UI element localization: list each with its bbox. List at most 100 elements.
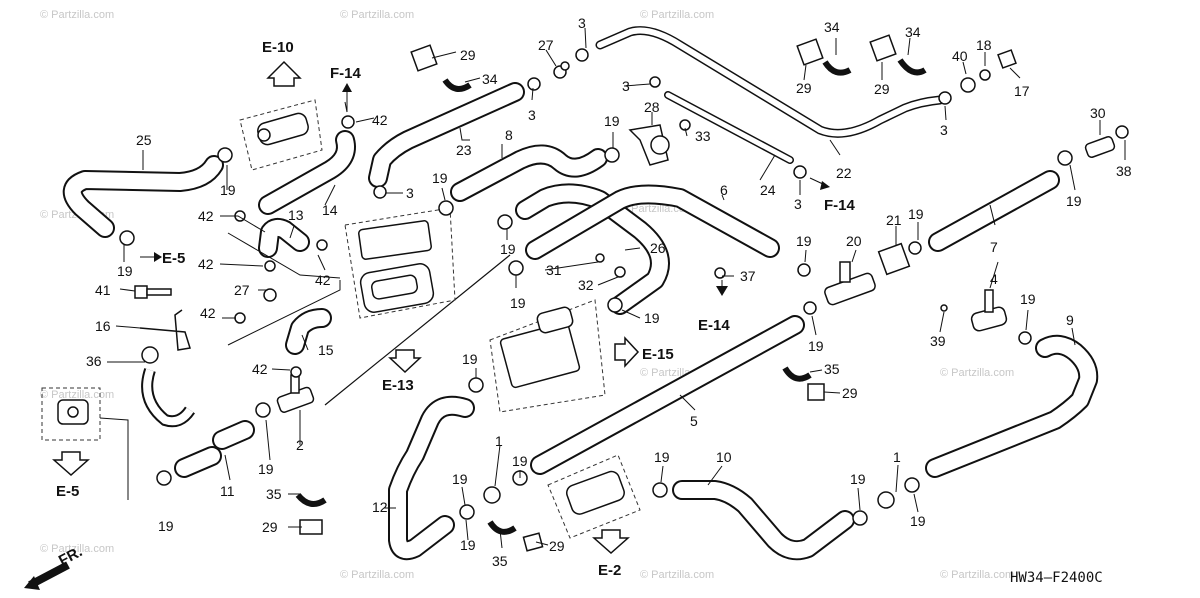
callout: 6 (720, 182, 728, 198)
callout: 7 (990, 239, 998, 255)
callout: 22 (836, 165, 852, 181)
ref-arrow-e14[interactable]: E-14 (698, 280, 730, 334)
watermarks: © Partzilla.com © Partzilla.com © Partzi… (40, 9, 1014, 581)
callout: 28 (644, 99, 660, 115)
diagram-code: HW34–F2400C (1010, 570, 1103, 586)
callout: 4 (990, 271, 998, 287)
hose-6 (525, 184, 780, 260)
callout: 24 (760, 182, 776, 198)
bolt-41 (134, 285, 172, 299)
joint-20 (824, 261, 876, 306)
callout: 14 (322, 202, 338, 218)
callout: 12 (372, 499, 388, 515)
callout: 3 (528, 107, 536, 123)
grommet-21 (877, 242, 911, 276)
callout: 3 (794, 196, 802, 212)
ref-label: E-13 (382, 377, 414, 394)
callout: 42 (200, 305, 216, 321)
callout: 27 (538, 37, 554, 53)
ref-label: E-5 (56, 483, 79, 500)
ref-label: E-14 (698, 317, 730, 334)
watermark: © Partzilla.com (640, 9, 714, 21)
dashed-box-canister (344, 207, 456, 319)
callout: 29 (874, 81, 890, 97)
callout: 32 (578, 277, 594, 293)
callout: 17 (1014, 83, 1030, 99)
dashed-box-e10 (239, 99, 323, 171)
callout: 34 (824, 19, 840, 35)
callout: 5 (690, 413, 698, 429)
callouts: 25 19 19 41 16 36 42 14 13 42 42 27 42 4… (86, 15, 1132, 569)
callout: 19 (512, 453, 528, 469)
callout: 19 (432, 170, 448, 186)
hose-11 (174, 420, 255, 478)
callout: 1 (495, 433, 503, 449)
callout: 3 (406, 185, 414, 201)
callout: 34 (482, 71, 498, 87)
ref-label: F-14 (330, 65, 362, 82)
callout: 13 (288, 207, 304, 223)
leader-lines (99, 27, 1126, 549)
callout: 19 (644, 310, 660, 326)
callout: 37 (740, 268, 756, 284)
callout: 3 (578, 15, 586, 31)
callout: 38 (1116, 163, 1132, 179)
watermark: © Partzilla.com (40, 9, 114, 21)
callout: 1 (893, 449, 901, 465)
watermark: © Partzilla.com (40, 543, 114, 555)
watermark: © Partzilla.com (340, 569, 414, 581)
ref-arrow-e5-bottom[interactable]: E-5 (52, 451, 90, 500)
ref-arrow-e2[interactable]: E-2 (592, 529, 630, 579)
watermark: © Partzilla.com (940, 569, 1014, 581)
ref-arrow-e15[interactable]: E-15 (614, 336, 674, 368)
callout: 19 (117, 263, 133, 279)
callout: 42 (198, 208, 214, 224)
tube-24 (664, 91, 794, 164)
callout: 29 (796, 80, 812, 96)
connector-line (324, 254, 511, 406)
hose-9 (925, 334, 1099, 478)
callout: 25 (136, 132, 152, 148)
hose-25 (62, 155, 224, 238)
callout: 19 (460, 537, 476, 553)
hose-8 (450, 144, 608, 202)
callout: 19 (1066, 193, 1082, 209)
callout: 19 (1020, 291, 1036, 307)
elbow-28 (628, 124, 670, 166)
callout: 42 (315, 272, 331, 288)
ref-arrow-e13[interactable]: E-13 (382, 349, 422, 394)
callout: 10 (716, 449, 732, 465)
callout: 36 (86, 353, 102, 369)
ref-arrow-e5-top[interactable]: E-5 (140, 250, 185, 267)
callout: 8 (505, 127, 513, 143)
callout: 29 (842, 385, 858, 401)
clamp-set (119, 48, 1129, 526)
callout: 42 (372, 112, 388, 128)
callout: 19 (500, 241, 516, 257)
dashed-box-e15-valve (489, 299, 606, 413)
hose-26 (515, 183, 670, 315)
callout: 19 (796, 233, 812, 249)
callout: 23 (456, 142, 472, 158)
callout: 30 (1090, 105, 1106, 121)
hose-10 (672, 480, 855, 561)
callout: 19 (158, 518, 174, 534)
callout: 20 (846, 233, 862, 249)
ref-arrow-e10[interactable]: E-10 (262, 39, 302, 87)
ref-arrow-f14-top[interactable]: F-14 (330, 65, 362, 112)
ref-label: E-15 (642, 346, 674, 363)
watermark: © Partzilla.com (340, 9, 414, 21)
callout: 19 (850, 471, 866, 487)
callout: 39 (930, 333, 946, 349)
callout: 33 (695, 128, 711, 144)
watermark: © Partzilla.com (40, 389, 114, 401)
callout: 29 (549, 538, 565, 554)
ref-arrow-f14-right[interactable]: F-14 (809, 177, 856, 214)
callout: 3 (622, 78, 630, 94)
callout: 19 (510, 295, 526, 311)
dashed-box-e2 (547, 454, 641, 539)
callout: 19 (452, 471, 468, 487)
hose-12 (388, 395, 475, 561)
